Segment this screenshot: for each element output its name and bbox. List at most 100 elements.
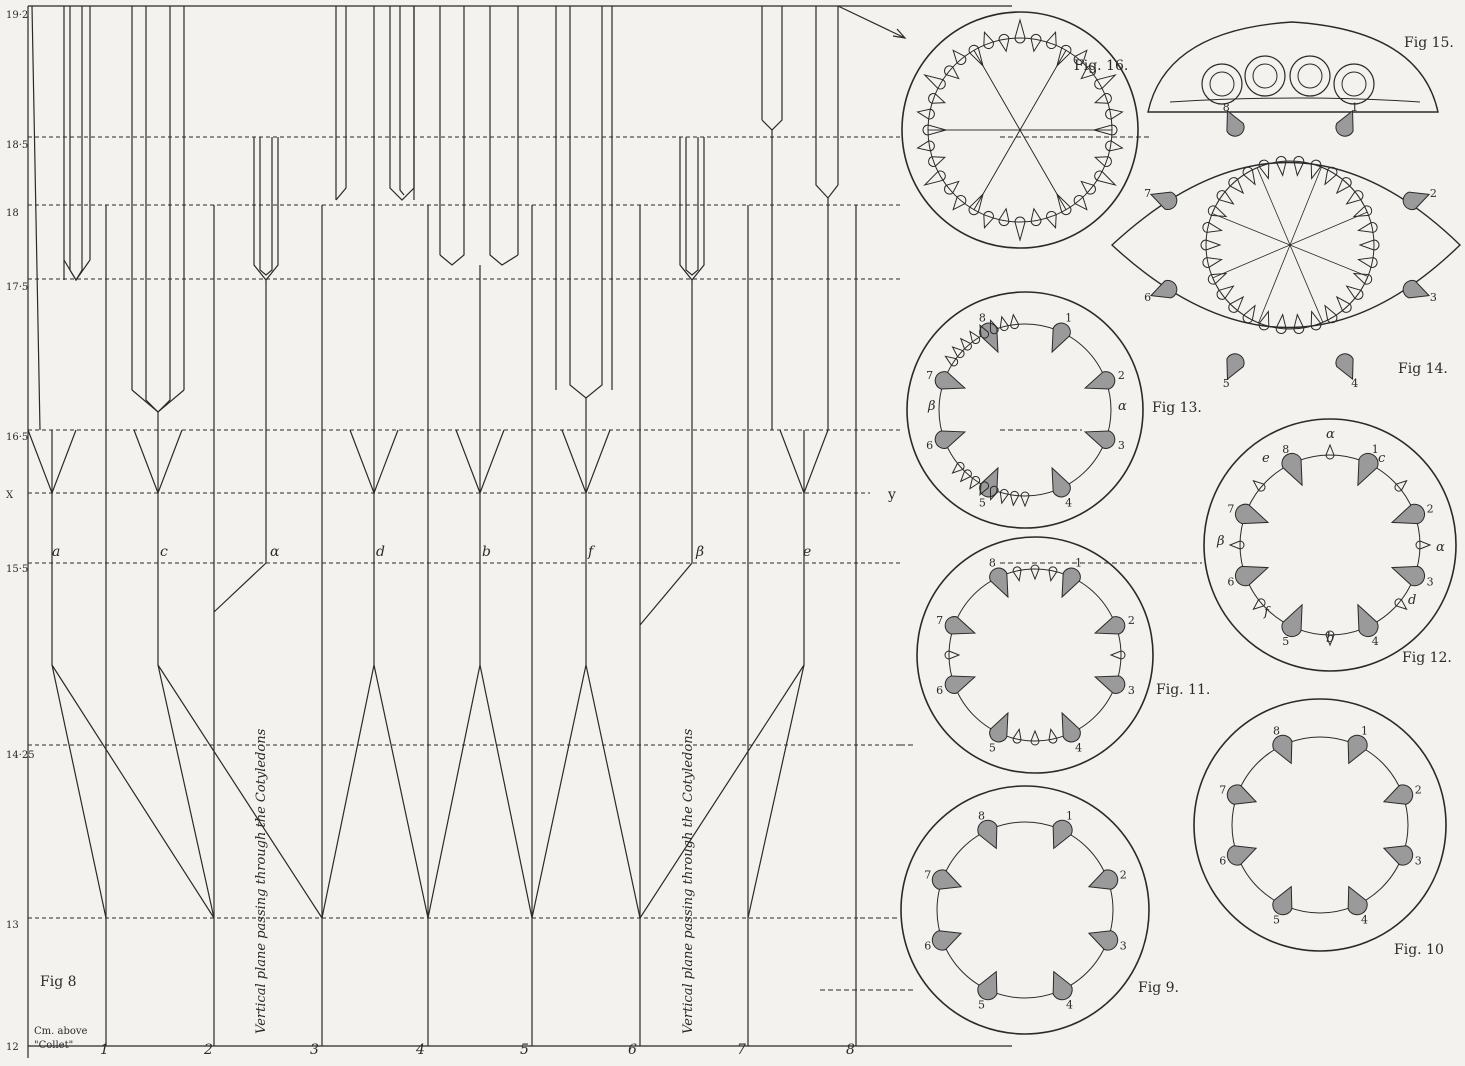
- fig9-label: Fig 9.: [1138, 980, 1179, 996]
- fig13-num-4: 4: [1065, 496, 1072, 509]
- level-label-13: 13: [6, 920, 19, 931]
- fig14-num-3: 3: [1430, 291, 1437, 304]
- fig16-bundle-26: [999, 34, 1009, 51]
- fig14-bundle-18: [1217, 191, 1233, 204]
- fig10-num-7: 7: [1219, 783, 1226, 796]
- level-label-16-5: 16·5: [6, 432, 28, 443]
- fig12-big-7: [1282, 453, 1302, 485]
- tube-beta: [680, 137, 704, 280]
- fig14-big-2: [1403, 280, 1429, 297]
- fig13-small-7: [1011, 315, 1019, 329]
- fig16-bundle-21: [925, 75, 946, 89]
- fig9-num-3: 3: [1120, 940, 1127, 953]
- fig9-num-6: 6: [924, 940, 931, 953]
- y-marker: y: [887, 487, 896, 503]
- fig13-num-6: 6: [926, 439, 933, 452]
- fig9-big-2: [1089, 931, 1118, 950]
- fig15-inner-3: [1342, 72, 1366, 96]
- fig10-num-6: 6: [1219, 855, 1226, 868]
- fig16-bundle-29: [1046, 32, 1056, 48]
- fig16-bundle-28: [1031, 34, 1041, 51]
- fig10-num-5: 5: [1273, 913, 1280, 926]
- fig16-bundle-35: [1106, 109, 1123, 119]
- fig14-bundle-1: [1358, 258, 1377, 268]
- tube-d2: [390, 6, 414, 200]
- fig10-big-3: [1348, 887, 1367, 915]
- fig14-label: Fig 14.: [1398, 361, 1448, 377]
- fig11-big-1: [1095, 617, 1125, 634]
- fig14-bundle-15: [1201, 240, 1220, 250]
- fig9-num-5: 5: [978, 998, 985, 1011]
- fig13-small-6: [1000, 317, 1008, 331]
- fig13-big-5: [935, 431, 965, 448]
- fig14-bundle-14: [1203, 258, 1222, 268]
- fig12-alpha: α: [1436, 540, 1445, 555]
- fig11-small-0: [1031, 565, 1039, 579]
- level-label-19-2: 19·2: [6, 10, 28, 21]
- fig14-bundle-29: [1358, 223, 1377, 233]
- fig13-diagram: 12345678αβ: [907, 292, 1143, 528]
- fig16-bundle-7: [1046, 211, 1056, 227]
- fig14-big-6: [1151, 192, 1177, 209]
- fig10-num-4: 4: [1361, 913, 1368, 926]
- strand-label-d: d: [376, 544, 385, 560]
- fig12-num-7: 7: [1227, 503, 1234, 516]
- fig11-small-2: [1013, 567, 1021, 581]
- strand-label-c: c: [160, 544, 168, 560]
- fig14-outline: [1112, 163, 1460, 328]
- fig15-label: Fig 15.: [1404, 35, 1454, 51]
- fig10-big-1: [1384, 785, 1413, 804]
- fig11-small-3: [1111, 651, 1125, 659]
- fig13-num-1: 1: [1065, 312, 1072, 325]
- level-label-x: X: [6, 490, 14, 501]
- fig11-num-8: 8: [989, 557, 996, 570]
- fig11-num-5: 5: [989, 741, 996, 754]
- fig14-big-1: [1403, 192, 1429, 209]
- fig10-num-3: 3: [1415, 855, 1422, 868]
- fig13-small-9: [1011, 491, 1019, 505]
- fig14-big-4: [1227, 354, 1244, 379]
- fig11-small-4: [1031, 731, 1039, 745]
- fig9-big-6: [932, 870, 961, 889]
- level-label-17-5: 17·5: [6, 282, 28, 293]
- fig13-num-2: 2: [1118, 369, 1125, 382]
- tube-alpha: [254, 137, 278, 280]
- fig15-inner-2: [1298, 64, 1322, 88]
- fig10-big-5: [1227, 846, 1256, 865]
- fig12-big-4: [1282, 605, 1302, 637]
- fig11-num-3: 3: [1128, 684, 1135, 697]
- fig11-ring: [949, 569, 1121, 741]
- fig14-big-3: [1336, 354, 1353, 379]
- strand-label-a: a: [52, 544, 60, 560]
- fig9-big-5: [932, 931, 961, 950]
- fig11-big-6: [945, 617, 975, 634]
- fig10-ring: [1232, 737, 1408, 913]
- fig10-big-2: [1384, 846, 1413, 865]
- fig14-bundle-23: [1294, 156, 1304, 175]
- column-number-2: 2: [203, 1042, 213, 1058]
- fig14-bundle-27: [1347, 191, 1363, 204]
- strand-label-alpha: α: [270, 544, 280, 560]
- cross-sections: 1234567812345678αβ12345678αβcdbfeα123456…: [901, 12, 1460, 1034]
- fig14-num-8: 8: [1223, 101, 1230, 114]
- fig14-num-5: 5: [1223, 377, 1230, 390]
- fig11-big-5: [945, 676, 975, 693]
- fig12-big-1: [1392, 504, 1425, 523]
- tube-beta-in: [686, 137, 698, 275]
- fig12-letter-d: d: [1408, 593, 1416, 608]
- strand-label-e: e: [803, 544, 811, 560]
- fig12-letter-e: e: [1262, 451, 1270, 466]
- fig12-num-4: 4: [1372, 635, 1379, 648]
- fig13-num-5: 5: [979, 496, 986, 509]
- fig11-num-7: 7: [936, 614, 943, 627]
- fig12-letter-c: c: [1378, 451, 1386, 466]
- fig14-num-2: 2: [1430, 187, 1437, 200]
- vertical-note-right: Vertical plane passing through the Cotyl…: [681, 728, 696, 1034]
- fig16-bundle-25: [984, 32, 994, 48]
- tube-c: [146, 6, 170, 412]
- fig16-bundle-9: [1015, 217, 1025, 240]
- axis-caption-line2: "Collet": [34, 1040, 73, 1051]
- fig12-letter-b: b: [1326, 631, 1334, 646]
- fig11-num-4: 4: [1075, 741, 1082, 754]
